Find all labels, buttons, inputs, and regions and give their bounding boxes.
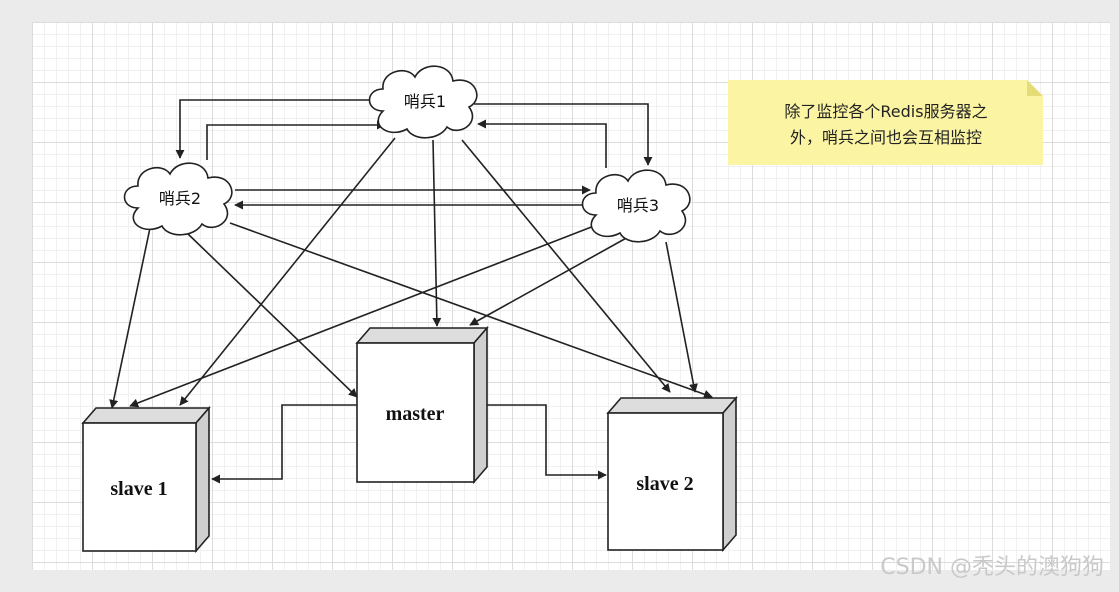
link-s2-to-slave1 — [109, 227, 151, 409]
note-line-1: 除了监控各个Redis服务器之 — [784, 102, 987, 121]
link-s1-to-slave1 — [179, 137, 396, 406]
link-s2-to-slave2 — [229, 222, 713, 399]
link-s3-to-master — [469, 235, 631, 326]
link-master-to-slave1 — [211, 404, 357, 484]
master-label: master — [386, 403, 445, 425]
link-s1-to-s2 — [175, 99, 375, 159]
connections — [109, 99, 713, 484]
master-server: master — [355, 325, 489, 485]
sentinel-1: 哨兵1 — [368, 65, 478, 139]
link-s3-to-slave1 — [129, 225, 595, 408]
link-master-to-slave2 — [487, 404, 607, 480]
watermark: CSDN @秃头的澳狗狗 — [880, 555, 1104, 580]
sentinel-3-label: 哨兵3 — [617, 196, 659, 215]
slave-2-label: slave 2 — [636, 473, 693, 495]
sentinel-2: 哨兵2 — [123, 162, 233, 236]
slave-1-server: slave 1 — [81, 405, 211, 554]
link-s1-to-slave2 — [461, 139, 671, 393]
link-s1-to-s3 — [474, 103, 653, 166]
sentinel-3: 哨兵3 — [581, 169, 691, 243]
slave-2-server: slave 2 — [606, 395, 738, 553]
link-s3-to-s1 — [477, 119, 607, 168]
sentinel-1-label: 哨兵1 — [404, 92, 446, 111]
sentinel-2-label: 哨兵2 — [159, 189, 201, 208]
link-s3-to-slave2 — [665, 241, 698, 393]
slave-1-label: slave 1 — [110, 478, 167, 500]
note-line-2: 外，哨兵之间也会互相监控 — [790, 128, 982, 147]
note-card: 除了监控各个Redis服务器之 外，哨兵之间也会互相监控 — [728, 80, 1043, 165]
link-s2-to-master — [186, 232, 358, 398]
link-s1-to-master — [432, 139, 442, 327]
link-s2-to-s1 — [206, 120, 386, 160]
